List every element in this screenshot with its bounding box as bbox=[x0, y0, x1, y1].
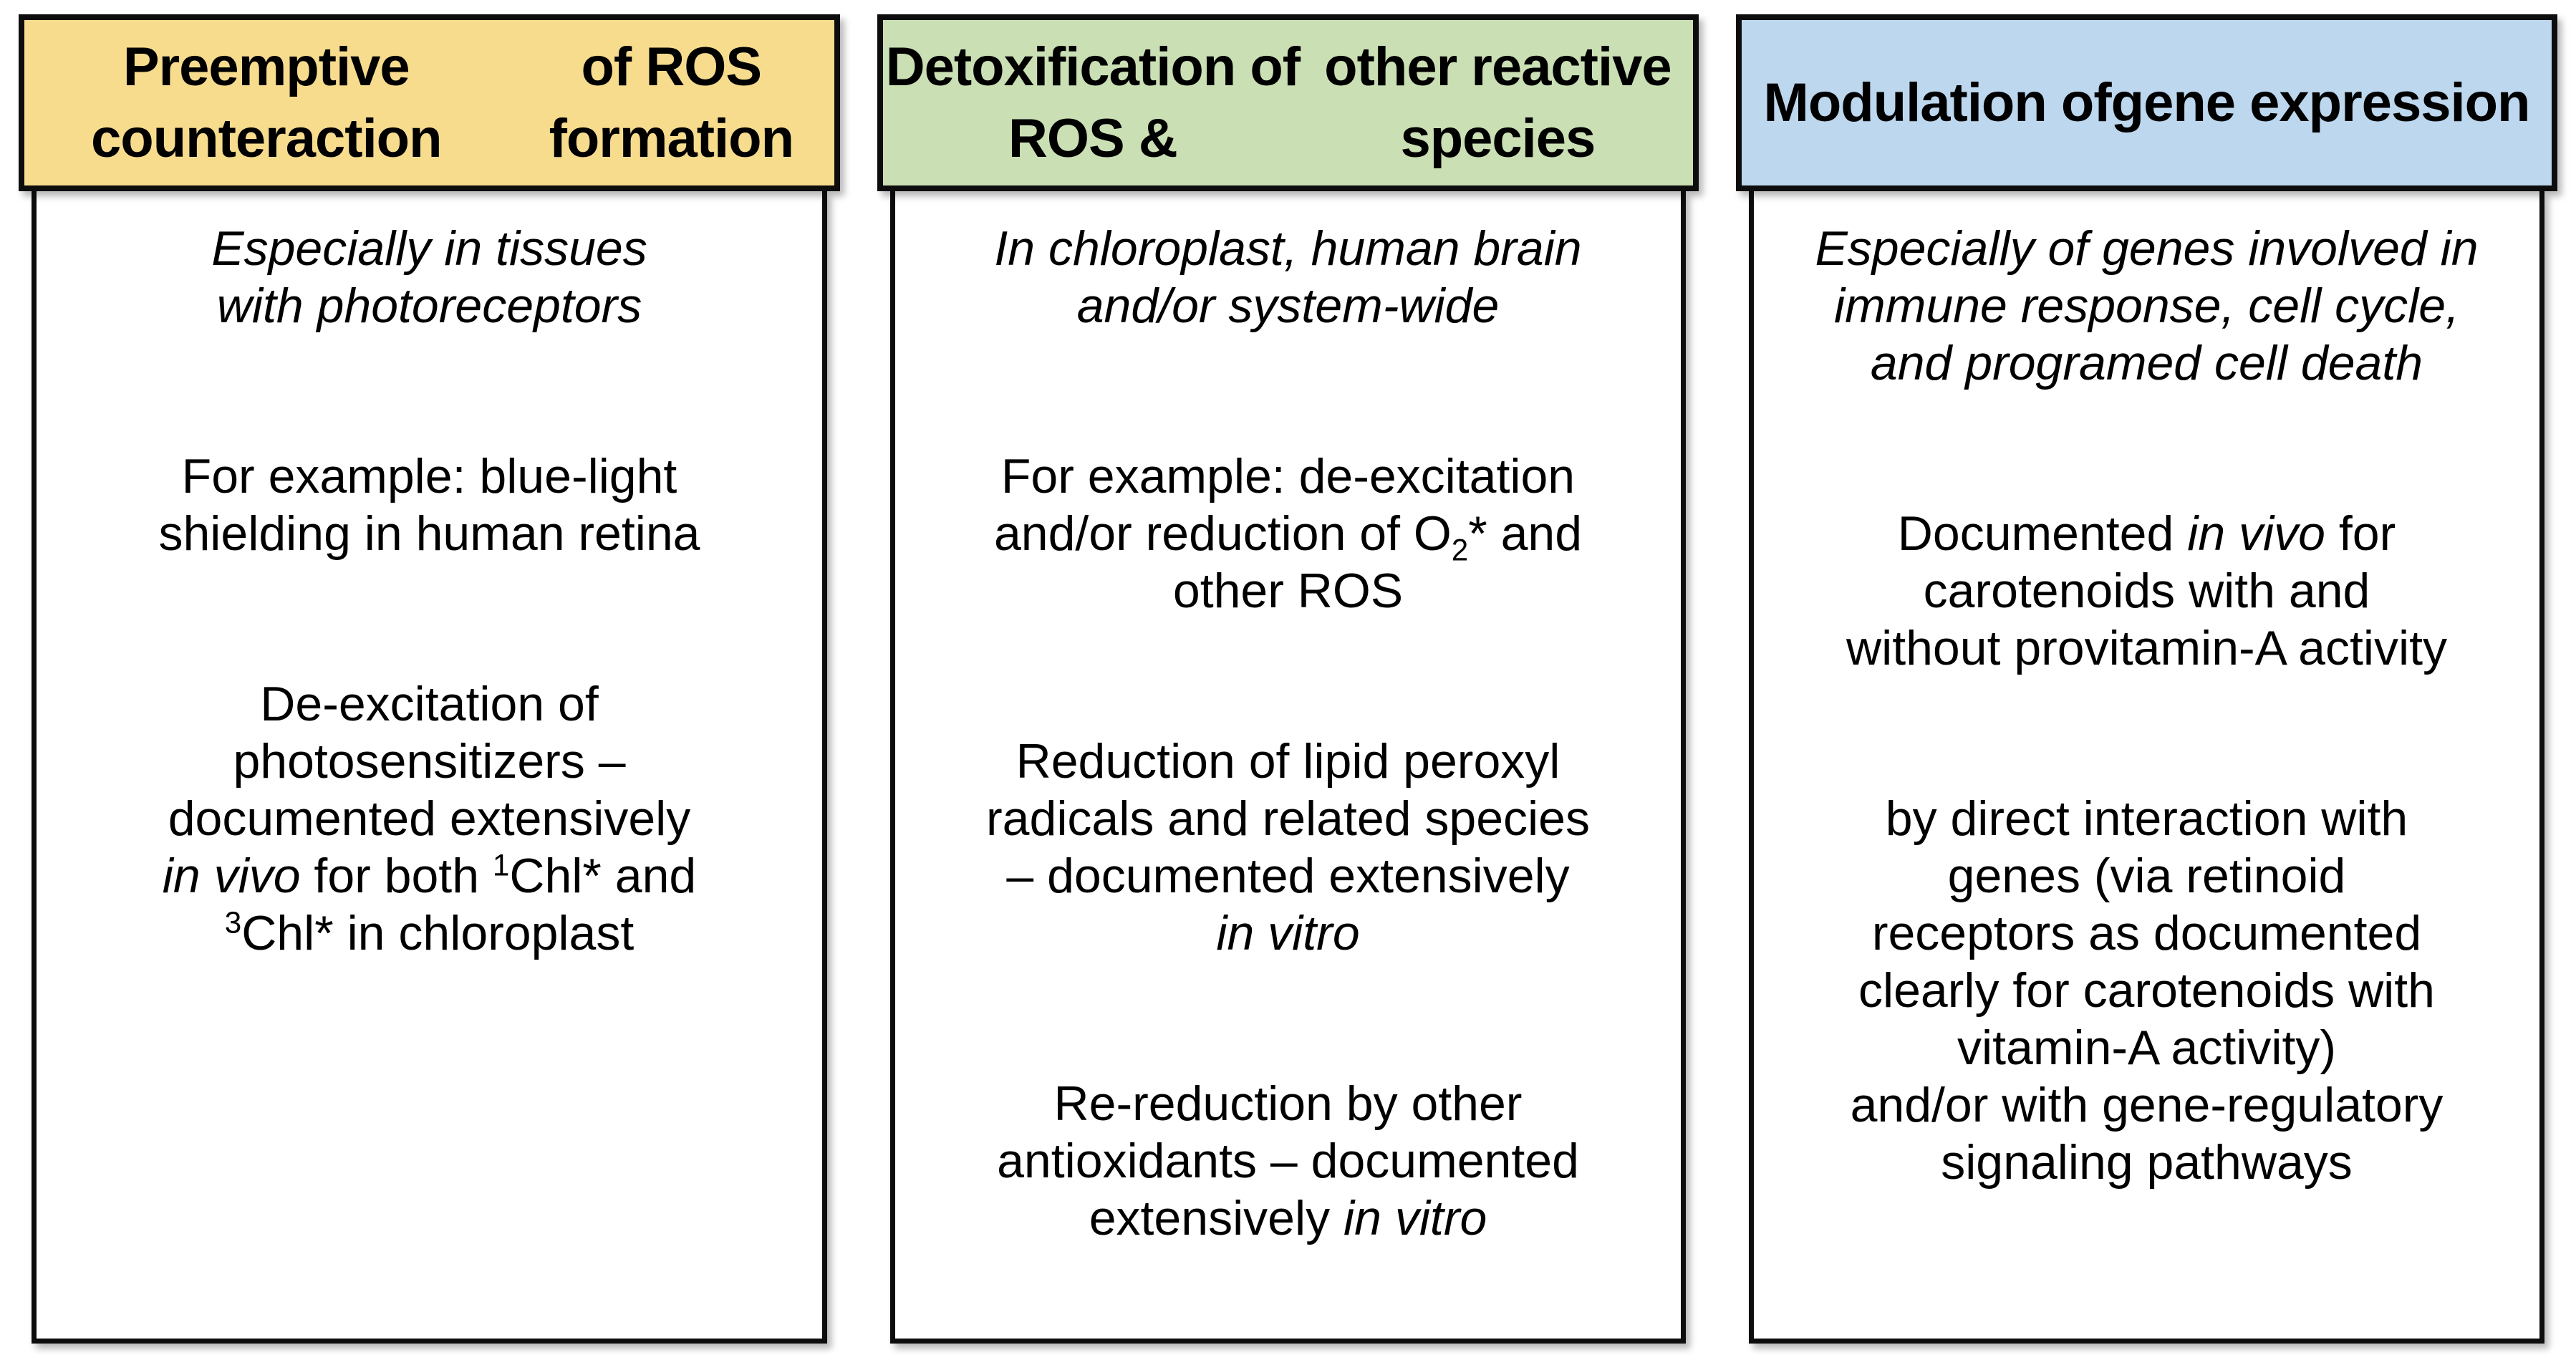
column-header-detoxification-of-ros: Detoxification of ROS &other reactive sp… bbox=[877, 14, 1699, 191]
column-detoxification-of-ros: Detoxification of ROS &other reactive sp… bbox=[877, 14, 1699, 1344]
